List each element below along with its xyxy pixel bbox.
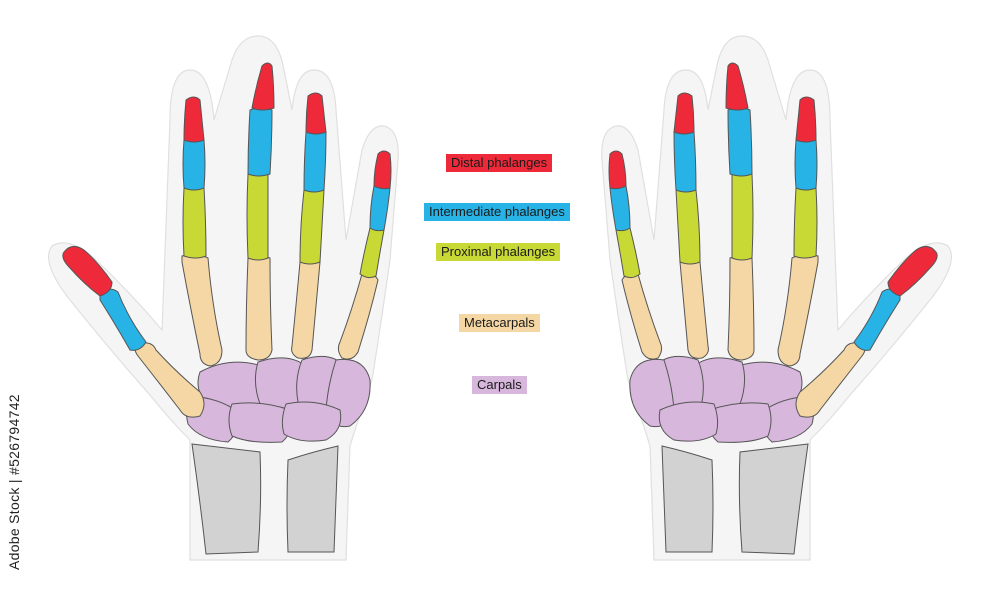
right-hand xyxy=(601,35,952,561)
left-hand xyxy=(48,35,399,561)
label-distal-phalanges: Distal phalanges xyxy=(446,154,553,172)
label-intermediate-phalanges: Intermediate phalanges xyxy=(424,203,570,221)
label-proximal-phalanges: Proximal phalanges xyxy=(436,243,561,261)
stock-id-watermark: Adobe Stock | #526794742 xyxy=(6,394,22,570)
label-metacarpals: Metacarpals xyxy=(459,314,540,332)
label-carpals: Carpals xyxy=(472,376,527,394)
